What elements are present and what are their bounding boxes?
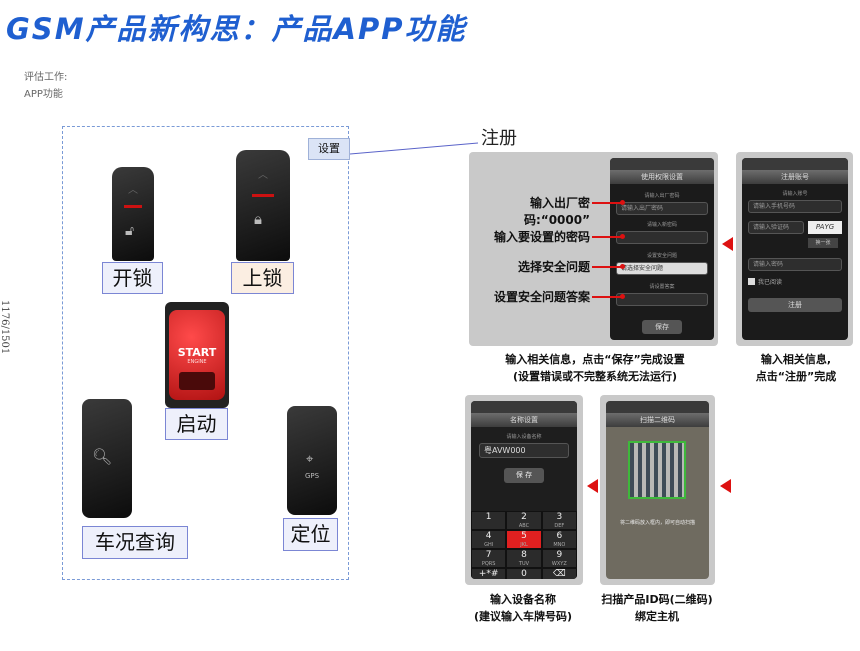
- phone-title: 使用权限设置: [610, 170, 714, 184]
- keypad-key[interactable]: +*#: [471, 568, 507, 579]
- start-text: START: [177, 346, 217, 359]
- caption-settings-2: (设置错误或不完整系统无法运行): [512, 370, 678, 383]
- phone-number-input[interactable]: 请输入手机号码: [748, 200, 842, 213]
- agree-checkbox[interactable]: [748, 278, 755, 285]
- car-status-label: 车况查询: [82, 526, 188, 559]
- annotation-factory-password: 输入出厂密码:“0000”: [524, 196, 590, 227]
- car-status-button-image[interactable]: 🔍︎: [82, 399, 132, 518]
- chevron-up-icon: ︿: [128, 185, 138, 196]
- scan-phone-screen: 扫描二维码 将二维码放入框内，即可自动扫描: [606, 401, 709, 579]
- register-phone-screen: 注册账号 请输入账号 请输入手机号码 请输入验证码 PAYG 换一张 请输入密码…: [742, 158, 848, 340]
- hint: 请输入账号: [782, 191, 808, 197]
- annotation-dot: [620, 200, 625, 205]
- captcha-image: PAYG: [808, 221, 842, 234]
- qr-code-icon: [628, 441, 686, 499]
- hint: 请设置答案: [649, 284, 675, 290]
- caption-register-2: 点击“注册”完成: [755, 370, 837, 383]
- refresh-captcha-button[interactable]: 换一张: [808, 238, 838, 248]
- factory-password-input[interactable]: 请输入出厂密码: [616, 202, 708, 215]
- caption-device-2: (建议输入车牌号码): [473, 610, 573, 623]
- caption-scan-2: 绑定主机: [635, 610, 679, 623]
- captcha-input[interactable]: 请输入验证码: [748, 221, 804, 234]
- annotation-dot: [620, 234, 625, 239]
- led-icon: [252, 194, 274, 197]
- unlock-button-image[interactable]: ︿ 🔓︎: [112, 167, 154, 261]
- annotation-dot: [620, 264, 625, 269]
- annotation-line: [592, 266, 622, 268]
- hint: 请输入新密码: [646, 222, 677, 228]
- page-number: 1176/1501: [0, 300, 10, 355]
- gps-text: GPS: [304, 472, 320, 480]
- password-input[interactable]: 请输入密码: [748, 258, 842, 271]
- annotation-line: [592, 202, 622, 204]
- annotation-line: [592, 236, 622, 238]
- new-password-input[interactable]: [616, 231, 708, 244]
- locate-label: 定位: [283, 518, 338, 551]
- security-question-select[interactable]: 请选择安全问题: [616, 262, 708, 275]
- annotation-security-question: 选择安全问题: [517, 260, 590, 274]
- save-button[interactable]: 保存: [642, 320, 682, 334]
- phone-title: 注册账号: [742, 170, 848, 184]
- gps-button-image[interactable]: ⌖ GPS: [287, 406, 337, 515]
- hint: 请输入出厂密码: [644, 193, 680, 199]
- settings-button[interactable]: 设置: [308, 138, 350, 160]
- agree-text: 我已阅读: [758, 279, 783, 286]
- page-title: GSM产品新构思：产品APP功能: [6, 12, 467, 46]
- lock-label: 上锁: [231, 262, 294, 294]
- lock-icon: 🔒︎: [254, 210, 262, 228]
- annotation-line: [592, 296, 622, 298]
- engine-text: ENGINE: [187, 359, 207, 365]
- annotation-dot: [620, 294, 625, 299]
- keypad-key[interactable]: 0: [506, 568, 542, 579]
- arrow-left-icon: [720, 479, 731, 493]
- subtitle-app-function: APP功能: [24, 89, 63, 100]
- register-title: 注册: [481, 128, 517, 149]
- unlock-icon: 🔓︎: [125, 223, 135, 239]
- phone-title: 名称设置: [471, 413, 577, 427]
- caption-register-1: 输入相关信息,: [760, 353, 832, 366]
- connector-line: [350, 142, 479, 155]
- caption-scan-1: 扫描产品ID码(二维码): [601, 593, 713, 606]
- caption-settings-1: 输入相关信息，点击“保存”完成设置: [505, 353, 685, 366]
- arrow-left-icon: [587, 479, 598, 493]
- start-engine-button-image[interactable]: START ENGINE: [165, 302, 229, 408]
- register-button[interactable]: 注册: [748, 298, 842, 312]
- app-buttons-frame: [62, 126, 349, 580]
- car-search-icon: 🔍︎: [92, 447, 113, 466]
- keypad-key[interactable]: ⌫: [541, 568, 577, 579]
- scan-hint: 将二维码放入框内，即可自动扫描: [619, 520, 695, 526]
- caption-device-1: 输入设备名称: [490, 593, 556, 606]
- annotation-answer: 设置安全问题答案: [493, 290, 590, 304]
- settings-phone-screen: 使用权限设置 请输入出厂密码 请输入出厂密码 请输入新密码 设置安全问题 请选择…: [610, 158, 714, 340]
- answer-input[interactable]: [616, 293, 708, 306]
- location-pin-icon: ⌖: [306, 452, 314, 467]
- unlock-label: 开锁: [102, 262, 163, 294]
- save-device-button[interactable]: 保 存: [504, 468, 544, 483]
- led-icon: [124, 205, 142, 208]
- phone-title: 扫描二维码: [606, 413, 709, 427]
- annotation-new-password: 输入要设置的密码: [493, 230, 590, 244]
- device-name-input[interactable]: 粤AVW000: [479, 443, 569, 458]
- hint: 请输入设备名称: [506, 434, 542, 440]
- hint: 设置安全问题: [646, 253, 677, 259]
- chevron-up-icon: ︿: [258, 170, 268, 181]
- arrow-left-icon: [722, 237, 733, 251]
- keypad-key[interactable]: 1: [471, 511, 507, 530]
- start-label: 启动: [165, 408, 228, 440]
- subtitle-evaluation: 评估工作:: [24, 72, 68, 83]
- lock-button-image[interactable]: ︿ 🔒︎: [236, 150, 290, 261]
